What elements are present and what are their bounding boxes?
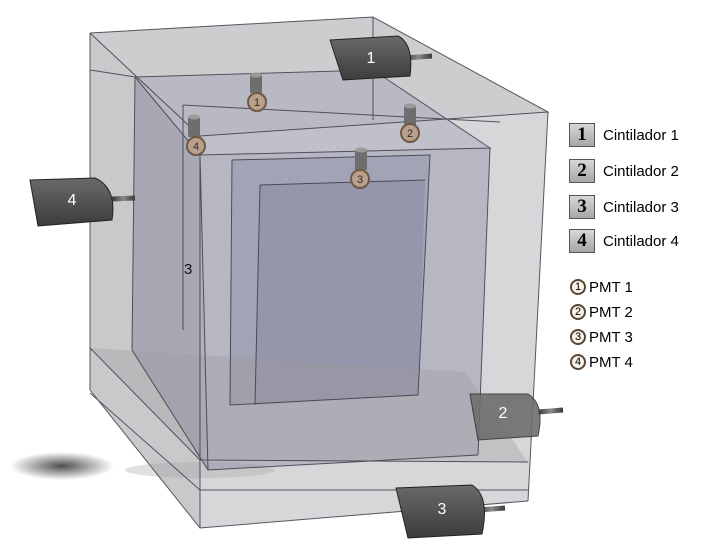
inner-box-front <box>200 148 490 470</box>
legend-scintillator-1-badge: 1 <box>569 123 595 147</box>
scintillator-3: 3 <box>395 484 506 539</box>
legend-scintillator-4-label: Cintilador 4 <box>603 232 679 250</box>
legend-pmt-2: 2 PMT 2 <box>570 302 633 322</box>
legend-scintillator-3-label: Cintilador 3 <box>603 198 679 216</box>
pmt-1-tag: 1 <box>254 97 260 109</box>
inner-inner-box <box>230 155 430 405</box>
scintillator-4: 4 <box>29 177 136 227</box>
scintillator-1-tag: 1 <box>367 50 376 67</box>
legend-scintillator-4: 4 Cintilador 4 <box>569 227 679 255</box>
scintillator-2-tag: 2 <box>499 405 508 422</box>
legend-pmt-1: 1 PMT 1 <box>570 277 633 297</box>
pmt-4-tag: 4 <box>193 141 199 153</box>
legend-pmt-3-label: PMT 3 <box>589 328 633 346</box>
outer-box-right <box>200 112 548 528</box>
pmt-2: 2 <box>400 103 420 143</box>
legend-pmt-4-label: PMT 4 <box>589 353 633 371</box>
legend-scintillator-1-label: Cintilador 1 <box>603 126 679 144</box>
legend-scintillator-3-badge: 3 <box>569 195 595 219</box>
legend-pmt-2-label: PMT 2 <box>589 303 633 321</box>
legend-pmt-1-label: PMT 1 <box>589 278 633 296</box>
legend-scintillator-2-badge: 2 <box>569 159 595 183</box>
outer-box-left <box>90 33 200 528</box>
ground-shadow <box>10 452 114 480</box>
legend-pmt-3-badge: 3 <box>570 329 586 345</box>
legend-scintillator-4-badge: 4 <box>569 229 595 253</box>
scintillator-2: 2 <box>469 393 564 441</box>
pmt-4: 4 <box>186 114 206 156</box>
pmt-3: 3 <box>350 147 370 189</box>
legend-scintillator-2: 2 Cintilador 2 <box>569 157 679 185</box>
scintillator-3-tag: 3 <box>438 501 447 518</box>
pmt-3-tag: 3 <box>357 174 363 186</box>
legend-scintillator-3: 3 Cintilador 3 <box>569 193 679 221</box>
pmt-2-tag: 2 <box>407 128 413 140</box>
legend-scintillator-2-label: Cintilador 2 <box>603 162 679 180</box>
stray-label: 3 <box>184 261 192 278</box>
inner-box-left <box>132 77 208 470</box>
scintillator-1: 1 <box>329 35 433 81</box>
legend-pmt-2-badge: 2 <box>570 304 586 320</box>
pmt-1: 1 <box>247 72 267 112</box>
scintillator-4-tag: 4 <box>68 192 77 209</box>
legend-pmt-3: 3 PMT 3 <box>570 327 633 347</box>
legend-pmt-4: 4 PMT 4 <box>570 352 633 372</box>
legend-pmt-1-badge: 1 <box>570 279 586 295</box>
legend-scintillator-1: 1 Cintilador 1 <box>569 121 679 149</box>
box-edges <box>89 16 550 529</box>
legend-pmt-4-badge: 4 <box>570 354 586 370</box>
inner-inner-box-face <box>255 180 425 405</box>
